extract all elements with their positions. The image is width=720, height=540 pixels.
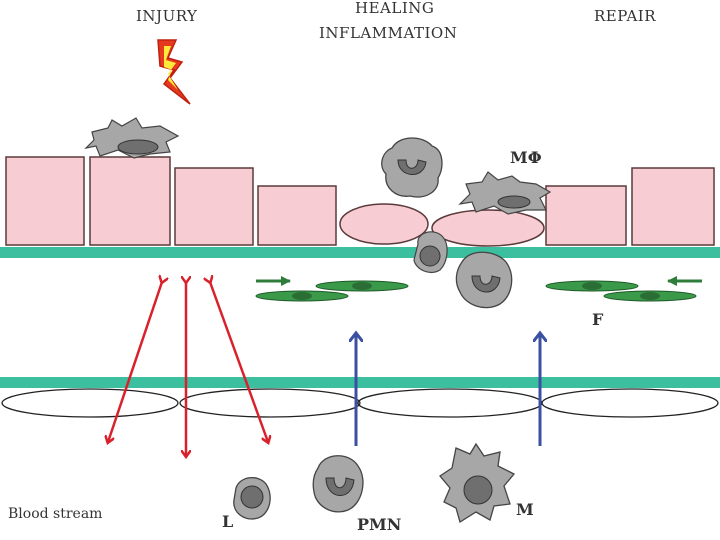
flattened-cell (339, 203, 429, 245)
endothelial-cell (1, 388, 179, 418)
endothelium (1, 388, 719, 418)
macrophage-cell (381, 137, 443, 198)
lymphocyte-cell (233, 477, 271, 520)
label-macrophage: MΦ (510, 148, 542, 167)
header-injury: INJURY (136, 7, 198, 25)
endothelial-cell (541, 388, 719, 418)
platelet-cell-right (458, 171, 552, 215)
red-arrow (210, 282, 268, 442)
basement-membrane-upper (0, 247, 720, 258)
header-healing: HEALING (355, 0, 435, 17)
basement-membrane-lower (0, 377, 720, 388)
fibroblast-cell (603, 290, 697, 302)
epithelial-cell (545, 185, 627, 246)
red-arrow (108, 282, 162, 442)
epithelium-right (545, 167, 715, 246)
blue-arrows (356, 334, 540, 446)
red-arrows (108, 282, 268, 456)
fibroblast-cell (315, 280, 409, 292)
monocyte-cell (439, 442, 516, 524)
label-neutrophil: PMN (357, 515, 402, 534)
fibroblast-group-right (545, 276, 702, 302)
neutrophil-cell (312, 455, 364, 513)
label-blood-stream: Blood stream (8, 506, 103, 522)
fibroblast-group-left (255, 276, 409, 302)
epithelial-cell (89, 156, 171, 246)
epithelial-cell (631, 167, 715, 246)
header-inflammation: INFLAMMATION (319, 24, 458, 42)
flattened-cell (431, 209, 545, 247)
header-repair: REPAIR (594, 7, 657, 25)
tissue-neutrophil (455, 251, 513, 309)
label-lymphocyte: L (222, 512, 234, 531)
flattened-epithelium (339, 203, 545, 247)
lightning-bolt-icon (157, 39, 191, 105)
label-monocyte: M (516, 500, 534, 519)
epithelial-cell (5, 156, 85, 246)
fibroblast-cell (255, 290, 349, 302)
label-fibroblast: F (592, 310, 604, 329)
epithelial-cell (257, 185, 337, 246)
endothelial-cell (179, 388, 361, 418)
epithelial-cell (174, 167, 254, 246)
migrating-leukocyte (413, 231, 448, 273)
endothelial-cell (357, 388, 543, 418)
epithelium-left (5, 156, 337, 246)
platelet-cell-top (84, 117, 180, 159)
fibroblast-cell (545, 280, 639, 292)
